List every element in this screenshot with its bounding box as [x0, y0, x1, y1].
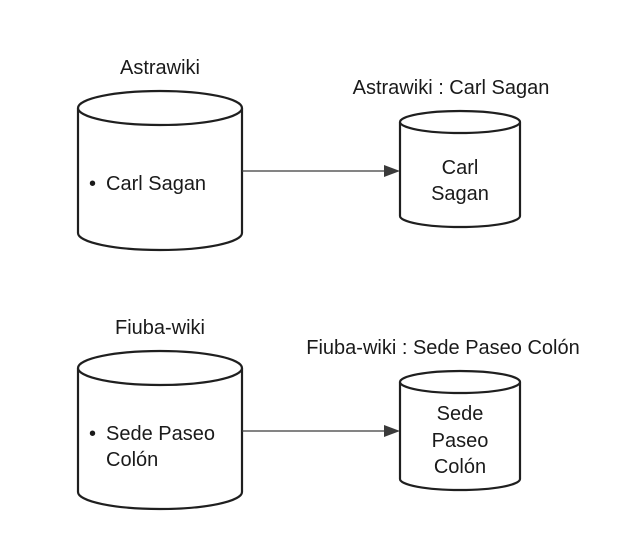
- source-database-item-carl-sagan: Carl Sagan: [106, 173, 206, 195]
- source-database-item-sede-paseo-line-2: Colón: [106, 449, 158, 471]
- target-page-label-line-1: Carl: [442, 157, 479, 179]
- target-page-title-astrawiki-carl-sagan: Astrawiki : Carl Sagan: [353, 77, 550, 99]
- source-database-title-astrawiki: Astrawiki: [120, 57, 200, 79]
- source-database-bullet: •: [89, 173, 96, 195]
- source-database-cylinder-astrawiki: [76, 89, 244, 252]
- mapping-arrow-bottom: [242, 425, 400, 437]
- target-page-cylinder-carl-sagan: [398, 109, 522, 229]
- target-page-label-line-2: Sagan: [431, 183, 489, 205]
- target-page-label-line-2: Paseo: [432, 430, 489, 452]
- source-database-cylinder-fiuba-wiki: [76, 349, 244, 511]
- source-database-item-sede-paseo-line-1: Sede Paseo: [106, 423, 215, 445]
- mapping-arrow-top: [242, 165, 400, 177]
- source-database-bullet: •: [89, 423, 96, 445]
- target-page-title-fiuba-wiki-sede-paseo-colon: Fiuba-wiki : Sede Paseo Colón: [306, 337, 579, 359]
- target-page-label-line-3: Colón: [434, 456, 486, 478]
- target-page-cylinder-sede-paseo-colon: [398, 369, 522, 492]
- source-database-title-fiuba-wiki: Fiuba-wiki: [115, 317, 205, 339]
- target-page-label-line-1: Sede: [437, 403, 484, 425]
